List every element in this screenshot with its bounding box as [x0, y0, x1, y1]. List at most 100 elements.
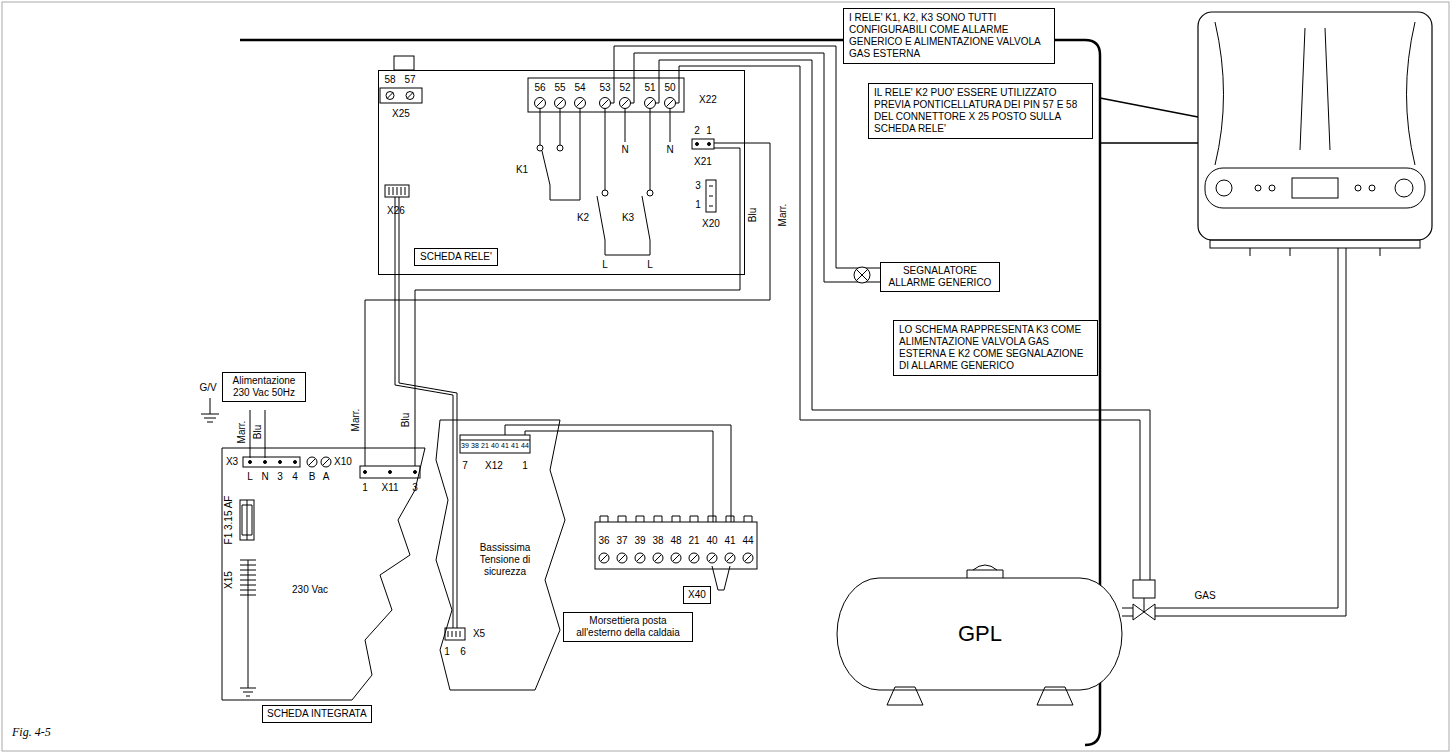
pin-label: Marr.: [236, 421, 248, 444]
pin-label: 7: [462, 460, 468, 472]
note-text: I RELE' K1, K2, K3 SONO TUTTI CONFIGURAB…: [849, 12, 1049, 60]
pin-label: 48: [670, 535, 681, 547]
pin-label: X25: [392, 108, 410, 120]
pin-label: 38: [471, 441, 479, 450]
pin-label: 58: [384, 74, 395, 86]
pin-label: 39: [461, 441, 469, 450]
pin-label: 1: [695, 199, 701, 211]
terminal-block-label: Morsettiera posta all'esterno della cald…: [563, 612, 693, 642]
pin-label: G/V: [199, 382, 216, 394]
pin-label: K2: [577, 212, 589, 224]
box-label: SCHEDA RELE': [414, 248, 498, 266]
pin-label: 4: [292, 471, 298, 483]
wire: [679, 66, 1140, 560]
tank-outline: [835, 560, 1175, 708]
pin-label: 36: [598, 535, 609, 547]
pin-label: 44: [521, 441, 529, 450]
pin-label: 2: [694, 125, 700, 137]
pin-label: X22: [699, 94, 717, 106]
pin-label: 41: [724, 535, 735, 547]
pin-label: 41: [501, 441, 509, 450]
board-label-box: SCHEDA INTEGRATA: [262, 705, 372, 723]
pin-label: 1: [706, 125, 712, 137]
pin-label: 21: [688, 535, 699, 547]
box-label: SCHEDA INTEGRATA: [267, 708, 367, 720]
box-label: GPL: [958, 621, 1002, 647]
note-box: LO SCHEMA RAPPRESENTA K3 COME ALIMENTAZI…: [893, 320, 1098, 376]
pin-label: 3: [412, 482, 418, 494]
pin-label: K3: [622, 212, 634, 224]
power-supply-box: Alimentazione 230 Vac 50Hz: [222, 372, 306, 402]
pin-label: 41: [511, 441, 519, 450]
pin-label: 52: [619, 82, 630, 94]
pin-label: X20: [702, 218, 720, 230]
box-label: X40: [688, 589, 706, 601]
pin-label: L: [647, 259, 653, 271]
pin-label: 1: [362, 482, 368, 494]
pin-label: Marr.: [350, 409, 362, 432]
pin-label: Marr.: [777, 204, 789, 227]
pin-label: 40: [491, 441, 499, 450]
pin-label: X15: [223, 571, 235, 589]
pin-label: Blu: [400, 413, 412, 427]
pin-label: 39: [634, 535, 645, 547]
pin-label: 55: [554, 82, 565, 94]
pin-label: N: [621, 144, 628, 156]
pin-label: X21: [694, 156, 712, 168]
pin-label: L: [247, 471, 253, 483]
pin-label: X5: [473, 628, 485, 640]
wire: [659, 60, 1150, 560]
pin-label: 1: [444, 646, 450, 658]
wire: [614, 46, 880, 268]
pin-label: 1: [522, 460, 528, 472]
note-text: LO SCHEMA RAPPRESENTA K3 COME ALIMENTAZI…: [899, 324, 1092, 372]
pin-label: 21: [481, 441, 489, 450]
pin-label: Blu: [252, 425, 264, 439]
pin-label: 38: [652, 535, 663, 547]
note-box: IL RELE' K2 PUO' ESSERE UTILIZZATO PREVI…: [868, 83, 1093, 139]
relay-board: SCHEDA RELE': [378, 70, 745, 275]
alarm-indicator-box: SEGNALATORE ALLARME GENERICO: [880, 262, 1000, 292]
note-box: I RELE' K1, K2, K3 SONO TUTTI CONFIGURAB…: [843, 8, 1055, 64]
pin-label: 37: [616, 535, 627, 547]
box-label: Morsettiera posta all'esterno della cald…: [568, 615, 688, 639]
pin-label: Bassissima Tensione di sicurezza: [469, 542, 541, 578]
pin-label: 54: [574, 82, 585, 94]
pin-label: X12: [485, 460, 503, 472]
pin-label: 40: [706, 535, 717, 547]
pin-label: 56: [534, 82, 545, 94]
pin-label: L: [602, 259, 608, 271]
pin-label: B: [309, 471, 316, 483]
pin-label: N: [261, 471, 268, 483]
pin-label: 51: [644, 82, 655, 94]
box-label: SEGNALATORE ALLARME GENERICO: [885, 265, 995, 289]
pin-label: K1: [516, 164, 528, 176]
pin-label: GAS: [1194, 590, 1215, 602]
connector-label-box: X40: [683, 586, 711, 604]
pin-label: 50: [664, 82, 675, 94]
pin-label: X11: [381, 482, 398, 494]
wire: [634, 53, 880, 282]
pin-label: 230 Vac: [292, 584, 328, 596]
pin-label: Blu: [747, 208, 759, 222]
pin-label: 3: [695, 180, 701, 192]
pin-label: 53: [599, 82, 610, 94]
pin-label: X10: [334, 456, 352, 468]
pin-label: X26: [387, 205, 405, 217]
pin-label: 44: [742, 535, 753, 547]
pin-label: 3: [277, 471, 283, 483]
figure-caption: Fig. 4-5: [12, 725, 51, 740]
pin-label: A: [323, 471, 330, 483]
pin-label: N: [666, 144, 673, 156]
lpg-tank: GPL: [835, 560, 1175, 708]
pin-label: 57: [404, 74, 415, 86]
note-text: IL RELE' K2 PUO' ESSERE UTILIZZATO PREVI…: [874, 87, 1087, 135]
pin-label: X3: [226, 456, 238, 468]
box-label: Alimentazione 230 Vac 50Hz: [227, 375, 301, 399]
pin-label: F1 3.15 AF: [223, 496, 235, 545]
pin-label: 6: [460, 646, 466, 658]
